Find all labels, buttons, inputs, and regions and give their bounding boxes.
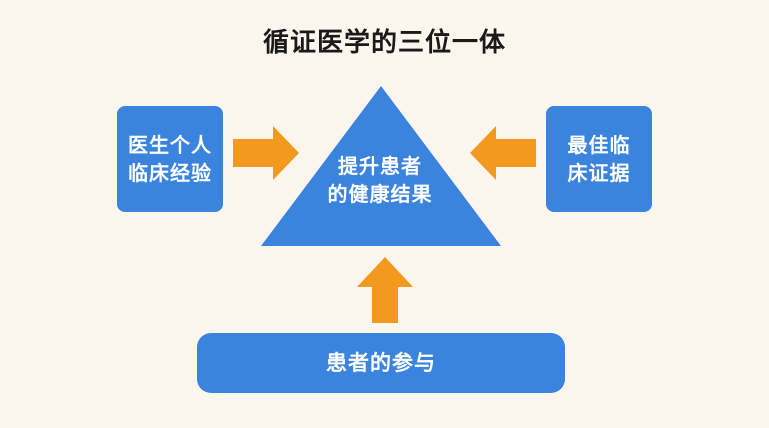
best-evidence-box: 最佳临 床证据: [546, 106, 652, 212]
center-line-2: 的健康结果: [327, 182, 433, 206]
center-triangle: [261, 86, 501, 246]
right-box-line-2: 床证据: [567, 161, 631, 185]
right-arrow: [470, 126, 536, 180]
left-box-line-1: 医生个人: [128, 133, 212, 157]
clinical-experience-box: 医生个人 临床经验: [117, 106, 223, 212]
center-outcome-label: 提升患者 的健康结果: [300, 152, 460, 208]
diagram-title: 循证医学的三位一体: [262, 28, 506, 58]
left-box-line-2: 临床经验: [128, 161, 212, 185]
right-box-line-1: 最佳临: [567, 133, 631, 157]
patient-participation-box: 患者的参与: [197, 333, 565, 393]
center-line-1: 提升患者: [338, 154, 422, 178]
bottom-arrow: [357, 257, 413, 323]
left-arrow: [233, 126, 299, 180]
bottom-box-label: 患者的参与: [326, 351, 436, 375]
